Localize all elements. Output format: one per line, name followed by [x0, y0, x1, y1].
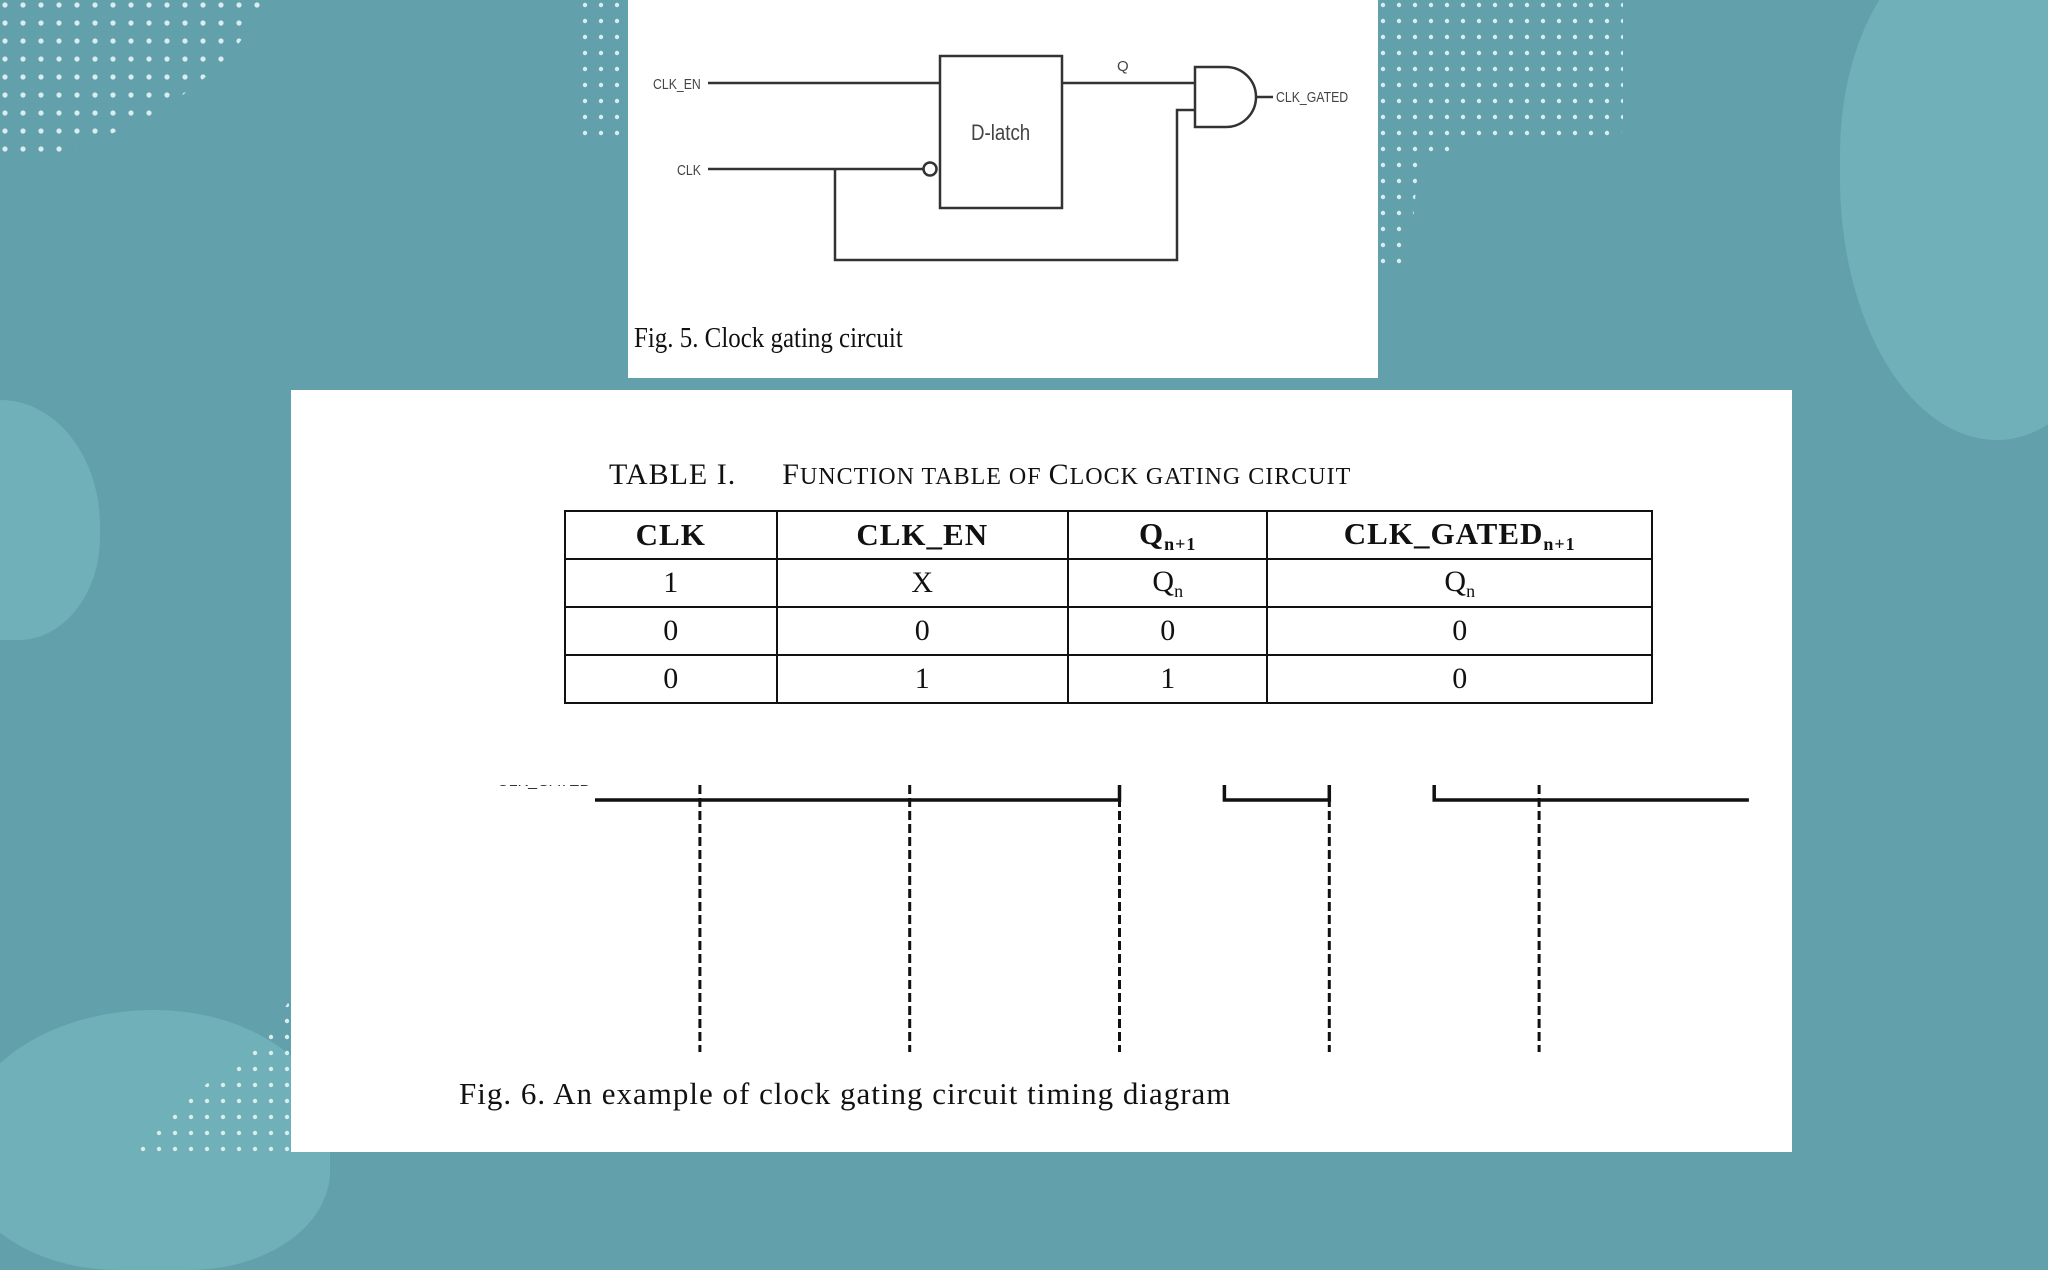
table-cell: 0 — [1066, 606, 1269, 656]
clock-inversion-bubble — [922, 161, 938, 177]
function-table: CLK CLK_EN Qn+1 CLK_GATEDn+1 1 X Qn Qn 0… — [564, 510, 1653, 704]
clk-feedback-wire — [833, 108, 1195, 262]
figure-6-caption: Fig. 6. An example of clock gating circu… — [459, 1076, 1232, 1111]
signal-label-clk-gated: CLK_GATED — [497, 785, 591, 790]
dot-pattern-bottom-left — [130, 1000, 290, 1152]
table-title-part-1: UNCTION TABLE OF — [799, 464, 1049, 490]
and-gate — [1193, 65, 1258, 129]
background-blob-left — [0, 400, 100, 640]
header-clk: CLK — [564, 510, 778, 560]
table-row: 1 X Qn Qn — [564, 558, 1653, 608]
table-title: TABLE I. FUNCTION TABLE OF CLOCK GATING C… — [609, 458, 1351, 492]
table-cell: Qn — [1266, 558, 1653, 608]
table-cell: 0 — [1266, 654, 1653, 704]
table-header-row: CLK CLK_EN Qn+1 CLK_GATEDn+1 — [564, 510, 1653, 560]
header-q-next: Qn+1 — [1066, 510, 1269, 560]
clk-label: CLK — [677, 162, 701, 178]
table-cell: 0 — [775, 606, 1069, 656]
clk-en-label: CLK_EN — [653, 76, 701, 92]
background-blob-top-right — [1840, 0, 2048, 440]
table-title-cap-c: C — [1048, 458, 1070, 491]
table-cell: 1 — [1066, 654, 1269, 704]
table-cell: 0 — [564, 606, 778, 656]
header-clk-gated-next: CLK_GATEDn+1 — [1266, 510, 1653, 560]
table-title-cap-f: F — [782, 458, 800, 491]
table-cell: 0 — [1266, 606, 1653, 656]
table-cell: X — [775, 558, 1069, 608]
table-title-part-2: LOCK GATING CIRCUIT — [1069, 464, 1352, 490]
figure-6-panel: TABLE I. FUNCTION TABLE OF CLOCK GATING C… — [291, 390, 1792, 1152]
dot-pattern-top-center — [580, 0, 628, 145]
table-cell: 1 — [564, 558, 778, 608]
clock-gating-circuit-diagram: CLK_EN CLK Q CLK_GATED D-latch — [653, 54, 1348, 262]
table-cell: Qn — [1066, 558, 1269, 608]
table-cell: 1 — [775, 654, 1069, 704]
figure-5-panel: CLK_EN CLK Q CLK_GATED D-latch Fig. 5. C… — [628, 0, 1378, 378]
figure-5-caption: Fig. 5. Clock gating circuit — [634, 322, 903, 354]
table-row: 0 0 0 0 — [564, 606, 1653, 656]
clk-gated-label: CLK_GATED — [1276, 89, 1348, 105]
d-latch-box — [938, 54, 1064, 210]
table-cell: 0 — [564, 654, 778, 704]
waveform-clk-gated — [595, 785, 1749, 802]
dot-pattern-top-right — [1378, 0, 1623, 270]
q-label: Q — [1117, 58, 1129, 75]
header-clk-en: CLK_EN — [775, 510, 1069, 560]
dot-pattern-top-left — [0, 0, 265, 165]
table-title-prefix: TABLE I. — [609, 458, 737, 491]
table-row: 0 1 1 0 — [564, 654, 1653, 704]
d-latch-label: D-latch — [971, 122, 1030, 146]
